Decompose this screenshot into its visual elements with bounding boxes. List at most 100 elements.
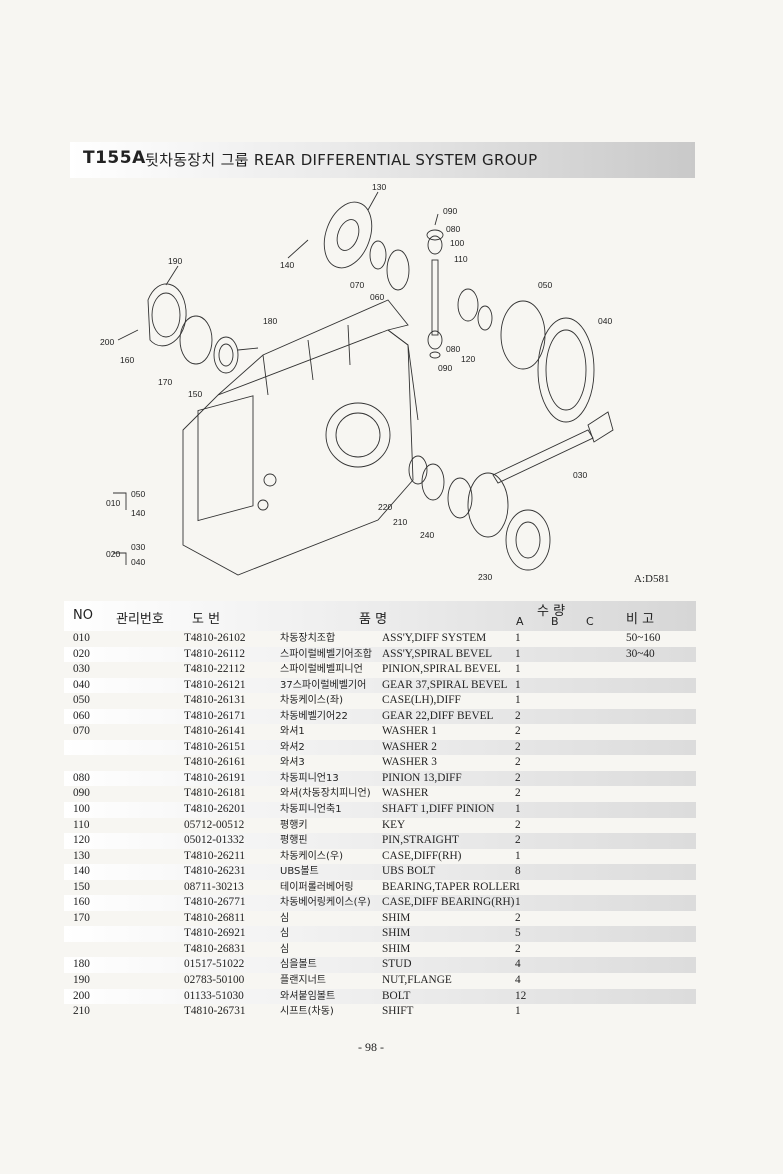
cell-english-name: CASE,DIFF(RH) xyxy=(382,849,462,862)
cell-korean-name: 심 xyxy=(280,912,290,924)
cell-part-number: T4810-26121 xyxy=(184,678,246,691)
cell-korean-name: 플랜지너트 xyxy=(280,975,326,987)
cell-english-name: NUT,FLANGE xyxy=(382,974,452,987)
cell-korean-name: 와셔(차동장치피니언) xyxy=(280,788,371,800)
cell-qty-a: 1 xyxy=(515,803,521,816)
cell-english-name: SHIFT xyxy=(382,1005,414,1018)
cell-qty-a: 2 xyxy=(515,834,521,847)
callout-050: 050 xyxy=(538,280,552,290)
cell-english-name: CASE,DIFF BEARING(RH) xyxy=(382,896,515,909)
cell-qty-a: 2 xyxy=(515,725,521,738)
cell-part-number: 02783-50100 xyxy=(184,974,245,987)
table-row: 160 T4810-26771 차동베어링케이스(우) CASE,DIFF BEARI… xyxy=(64,895,696,911)
ring-gear-040 xyxy=(537,317,595,423)
diff-case-130 xyxy=(323,201,373,269)
cell-part-number: T4810-26731 xyxy=(184,1005,246,1018)
callout-020: 020 xyxy=(106,549,120,559)
cell-english-name: WASHER 3 xyxy=(382,756,437,769)
cell-english-name: SHIM xyxy=(382,942,411,955)
cell-korean-name: 시프트(차동) xyxy=(280,1006,334,1018)
callout-090: 090 xyxy=(443,206,457,216)
cell-korean-name: UBS볼트 xyxy=(280,866,319,878)
cell-qty-a: 2 xyxy=(515,818,521,831)
cell-english-name: STUD xyxy=(382,958,412,971)
cell-english-name: GEAR 37,SPIRAL BEVEL xyxy=(382,678,508,691)
cell-no: 040 xyxy=(73,678,90,691)
cell-part-number: 01517-51022 xyxy=(184,958,245,971)
group-code: T155A xyxy=(83,148,146,168)
bearing-220 xyxy=(408,455,428,485)
cell-no: 150 xyxy=(73,880,90,893)
header-c: C xyxy=(586,615,594,628)
cell-qty-a: 8 xyxy=(515,865,521,878)
cell-english-name: WASHER xyxy=(382,787,429,800)
cell-part-number: T4810-26771 xyxy=(184,896,246,909)
cell-no: 110 xyxy=(73,818,90,831)
header-name: 품 명 xyxy=(359,612,388,627)
callout-150: 150 xyxy=(188,389,202,399)
cell-part-number: T4810-26231 xyxy=(184,865,246,878)
cell-english-name: WASHER 1 xyxy=(382,725,437,738)
cell-remark: 30~40 xyxy=(626,647,655,660)
cell-no: 070 xyxy=(73,725,90,738)
header-dwg: 도 번 xyxy=(192,612,221,627)
callout-180: 180 xyxy=(263,316,277,326)
cell-part-number: 01133-51030 xyxy=(184,989,244,1002)
callout-070: 070 xyxy=(350,280,364,290)
cell-qty-a: 1 xyxy=(515,647,521,660)
callout-140b: 140 xyxy=(131,508,145,518)
cell-no: 030 xyxy=(73,663,90,676)
cell-part-number: T4810-26112 xyxy=(184,647,246,660)
callout-120: 120 xyxy=(461,354,475,364)
cell-part-number: 05012-01332 xyxy=(184,834,245,847)
gear-060 xyxy=(386,249,410,291)
cell-no: 170 xyxy=(73,911,90,924)
header-qty: 수 량 xyxy=(537,604,566,619)
bearing-210 xyxy=(421,463,445,501)
callout-040: 040 xyxy=(598,316,612,326)
callout-110: 110 xyxy=(454,254,468,264)
cell-korean-name: 테이퍼롤러베어링 xyxy=(280,881,354,893)
figure-id: A:D581 xyxy=(634,573,670,585)
cell-english-name: ASS'Y,SPIRAL BEVEL xyxy=(382,647,493,660)
table-header: NO 관리번호 도 번 품 명 수 량 A B C 비 고 xyxy=(64,601,696,631)
cell-qty-a: 1 xyxy=(515,1005,521,1018)
cell-korean-name: 차동베어링케이스(우) xyxy=(280,897,371,909)
callout-130: 130 xyxy=(372,182,386,192)
cell-korean-name: 평행핀 xyxy=(280,835,308,847)
cell-korean-name: 차동케이스(우) xyxy=(280,850,344,862)
callout-220: 220 xyxy=(378,502,392,512)
cell-no: 080 xyxy=(73,771,90,784)
cell-english-name: ASS'Y,DIFF SYSTEM xyxy=(382,632,487,644)
cell-part-number: T4810-26151 xyxy=(184,740,246,753)
cell-qty-a: 2 xyxy=(515,756,521,769)
cell-korean-name: 차동케이스(좌) xyxy=(280,695,344,707)
cell-qty-a: 1 xyxy=(515,663,521,676)
cell-qty-a: 4 xyxy=(515,974,521,987)
callout-160: 160 xyxy=(120,355,134,365)
title-bar: T155A 뒷차동장치 그룹 REAR DIFFERENTIAL SYSTEM … xyxy=(70,142,695,178)
cell-part-number: T4810-26171 xyxy=(184,709,246,722)
callout-100: 100 xyxy=(450,238,464,248)
bearing-150 xyxy=(213,336,239,374)
shim-170 xyxy=(179,315,213,365)
cell-no: 160 xyxy=(73,896,90,909)
cell-english-name: GEAR 22,DIFF BEVEL xyxy=(382,709,494,722)
cell-korean-name: 평행키 xyxy=(280,819,308,831)
cell-qty-a: 1 xyxy=(515,880,521,893)
cell-english-name: WASHER 2 xyxy=(382,740,437,753)
cell-english-name: PIN,STRAIGHT xyxy=(382,834,459,847)
cell-no: 050 xyxy=(73,694,90,707)
header-a: A xyxy=(516,615,524,628)
exploded-parts-diagram: 130 090 080 100 110 190 140 070 060 050 … xyxy=(100,182,614,582)
